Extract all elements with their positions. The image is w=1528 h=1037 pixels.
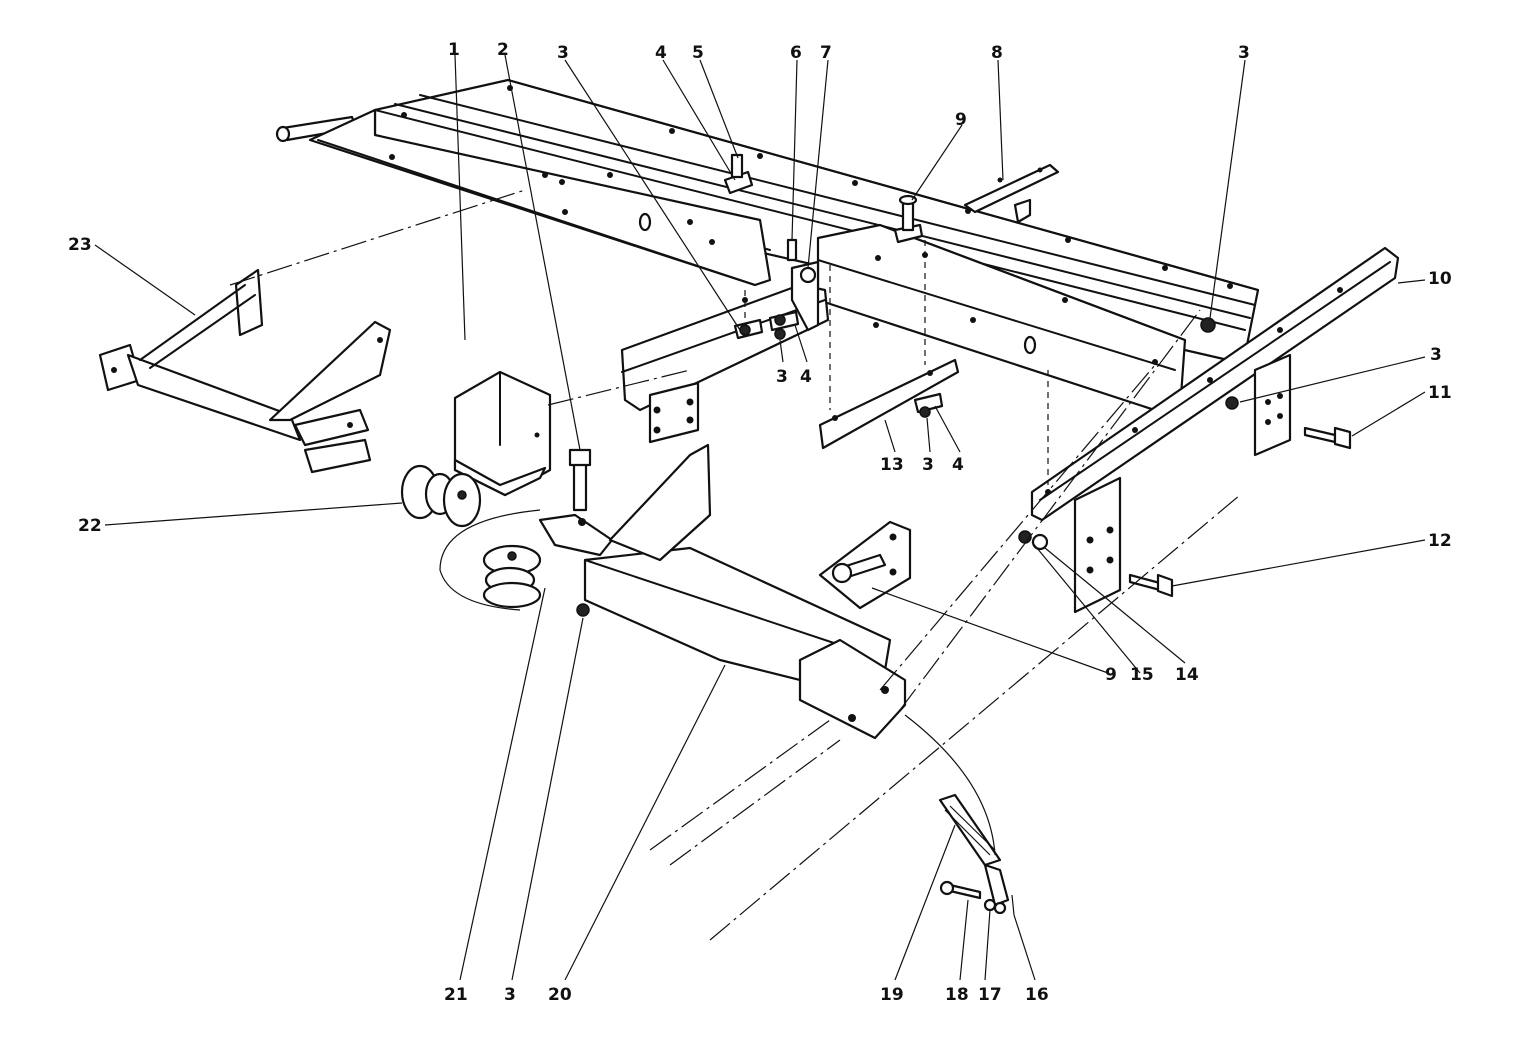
callout-14: 14 — [1175, 665, 1199, 685]
callout-4: 4 — [800, 367, 812, 387]
roller-bracket — [453, 370, 552, 497]
callout-16: 16 — [1025, 985, 1049, 1005]
cross-member — [963, 163, 1060, 224]
callout-17: 17 — [978, 985, 1002, 1005]
callout-6: 6 — [790, 43, 802, 63]
callout-21: 21 — [444, 985, 468, 1005]
callout-3: 3 — [504, 985, 516, 1005]
callout-7: 7 — [820, 43, 832, 63]
callout-10: 10 — [1428, 269, 1452, 289]
callout-19: 19 — [880, 985, 904, 1005]
callout-3: 3 — [776, 367, 788, 387]
callout-11: 11 — [1428, 383, 1452, 403]
callout-18: 18 — [945, 985, 969, 1005]
callout-22: 22 — [78, 516, 102, 536]
rear-weldment — [98, 268, 392, 474]
callout-23: 23 — [68, 235, 92, 255]
callout-labels: 1 2 3 4 5 6 7 8 3 9 10 3 11 23 3 4 13 3 … — [68, 40, 1452, 1005]
callout-4: 4 — [655, 43, 667, 63]
callout-13: 13 — [880, 455, 904, 475]
callout-4: 4 — [952, 455, 964, 475]
callout-3: 3 — [1430, 345, 1442, 365]
front-axle-beam — [538, 443, 912, 740]
callout-15: 15 — [1130, 665, 1154, 685]
callout-20: 20 — [548, 985, 572, 1005]
leader-lines — [94, 54, 1426, 981]
roller-wheels — [400, 464, 542, 611]
assembly-lines — [229, 189, 1241, 941]
callout-12: 12 — [1428, 531, 1452, 551]
callout-1: 1 — [448, 40, 460, 60]
callout-8: 8 — [991, 43, 1003, 63]
callout-3: 3 — [922, 455, 934, 475]
callout-9: 9 — [1105, 665, 1117, 685]
callout-5: 5 — [692, 43, 704, 63]
right-side-bar — [1018, 246, 1400, 614]
callout-3: 3 — [557, 43, 569, 63]
fasteners-top — [723, 153, 1216, 340]
callout-3: 3 — [1238, 43, 1250, 63]
spring-assembly — [938, 793, 1015, 916]
callout-2: 2 — [497, 40, 509, 60]
callout-9: 9 — [955, 110, 967, 130]
